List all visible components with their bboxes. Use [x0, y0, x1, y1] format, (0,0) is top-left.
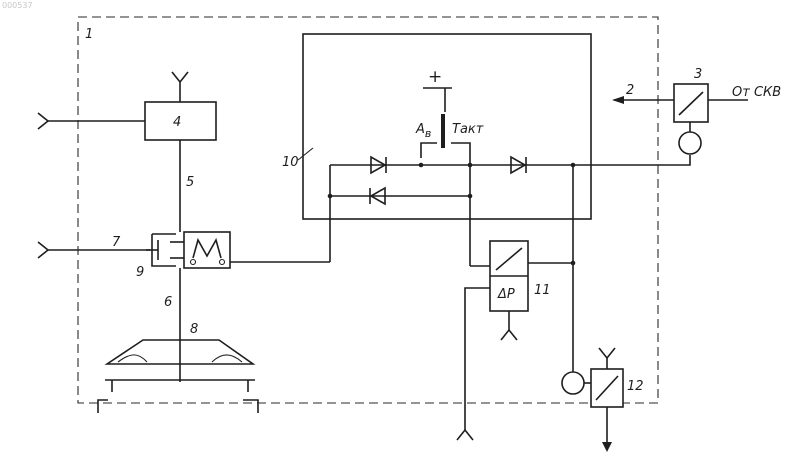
exhaust-arrow — [602, 442, 612, 452]
label-9: 9 — [136, 265, 144, 280]
pipe-11-down — [465, 288, 490, 430]
label-1: 1 — [85, 27, 93, 42]
label-5: 5 — [186, 175, 194, 190]
sensor-3-circle — [679, 132, 701, 154]
valve-11-fork — [501, 330, 517, 340]
node-takt-lower — [468, 194, 473, 199]
label-4: 4 — [173, 115, 181, 130]
label-12: 12 — [627, 379, 644, 394]
pipe-fork-top — [172, 72, 188, 82]
node-takt — [468, 163, 473, 168]
label-2: 2 — [626, 83, 634, 98]
control-unit-box — [303, 34, 591, 219]
label-10: 10 — [282, 155, 299, 170]
pipe-fork-bottom — [457, 430, 473, 440]
corner-right — [243, 400, 258, 413]
label-6: 6 — [164, 295, 172, 310]
label-8: 8 — [190, 322, 198, 337]
pipe-fork-left-4 — [38, 113, 48, 129]
label-from-skv: От СКВ — [732, 85, 781, 100]
sensor-12-circle — [562, 372, 584, 394]
label-3: 3 — [694, 67, 702, 82]
node-left-lower — [328, 194, 333, 199]
label-delta-p: ΔP — [497, 287, 515, 302]
label-7: 7 — [112, 235, 121, 250]
corner-left — [98, 400, 108, 413]
pipe-fork-left-7 — [38, 242, 48, 258]
label-takt: Такт — [452, 122, 484, 137]
valve-12-top-fork — [599, 348, 615, 358]
plus-sign: + — [428, 67, 442, 87]
node-av — [419, 163, 424, 168]
watermark: 000537 — [2, 1, 33, 10]
arrow-to-2 — [612, 96, 624, 104]
label-11: 11 — [534, 283, 551, 298]
